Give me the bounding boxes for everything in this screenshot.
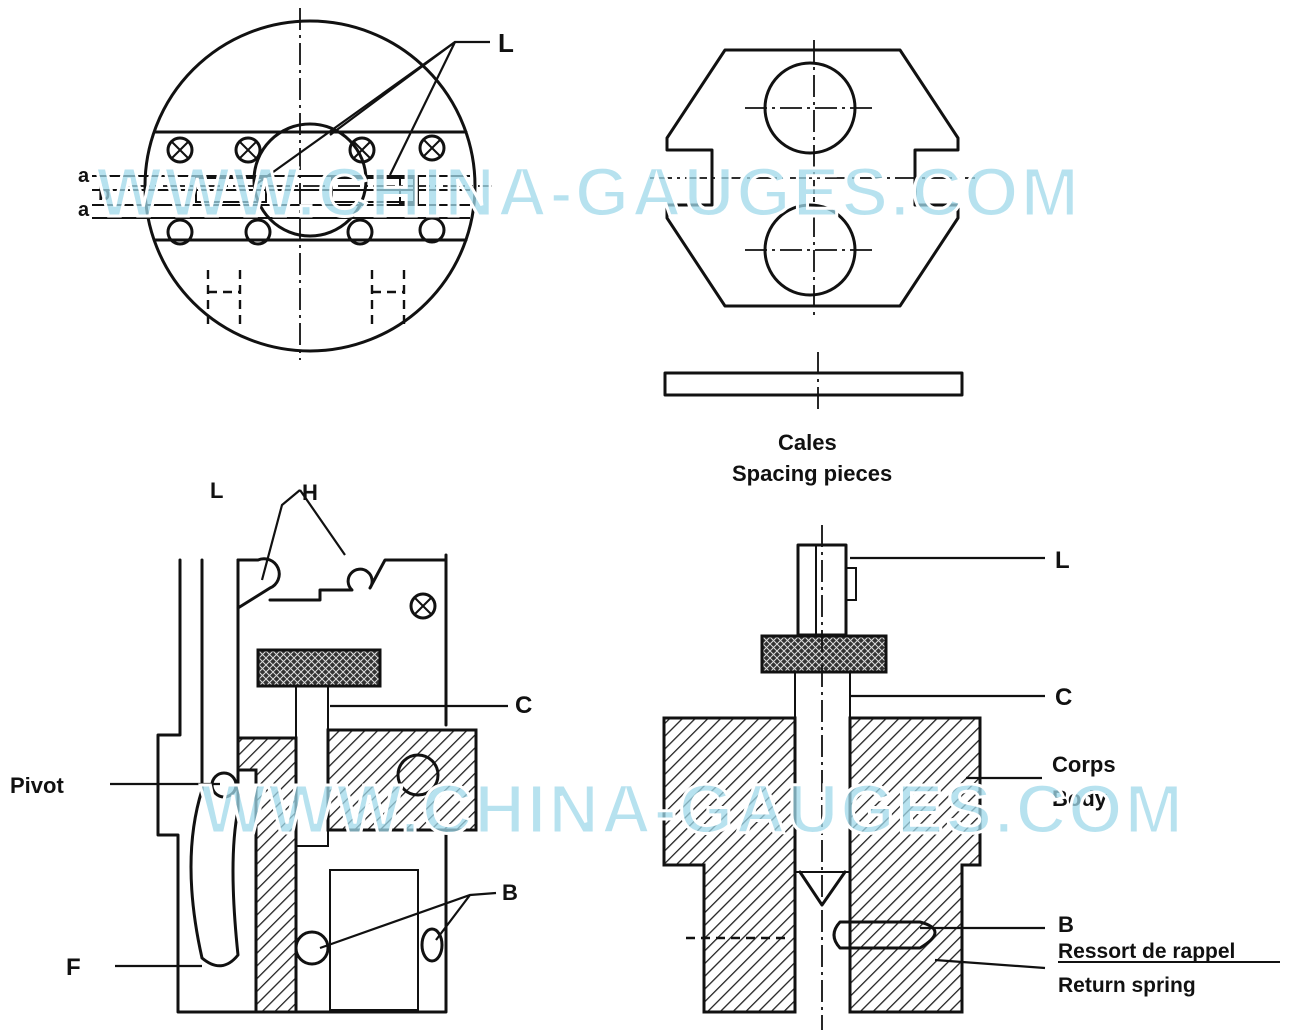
label-C-side: C bbox=[515, 692, 532, 719]
screw-heads bbox=[166, 134, 446, 246]
label-B-side: B bbox=[502, 880, 518, 905]
label-H: H bbox=[302, 480, 318, 505]
label-L-front: L bbox=[1055, 547, 1070, 574]
label-corps: Corps bbox=[1052, 752, 1116, 777]
label-a-bottom: a bbox=[78, 199, 90, 221]
front-section-view: L C Corps Body B Ressort de rappel Retur… bbox=[662, 525, 1280, 1030]
label-return-spring: Return spring bbox=[1058, 974, 1196, 997]
label-B-front: B bbox=[1058, 912, 1074, 937]
watermark-upper: WWW.CHINA-GAUGES.COM bbox=[96, 153, 1081, 231]
spacing-piece-view: Cales Spacing pieces bbox=[650, 40, 975, 486]
label-b: b bbox=[98, 183, 110, 205]
label-L-top: L bbox=[498, 28, 514, 58]
label-ressort-de-rappel: Ressort de rappel bbox=[1058, 940, 1235, 963]
label-body: Body bbox=[1052, 786, 1108, 811]
label-C-front: C bbox=[1055, 684, 1072, 711]
label-pivot: Pivot bbox=[10, 773, 64, 798]
label-spacing-pieces: Spacing pieces bbox=[732, 461, 892, 486]
side-section-view: L H C Pivot B F bbox=[10, 478, 532, 1014]
label-cales: Cales bbox=[778, 430, 837, 455]
label-F: F bbox=[66, 954, 81, 981]
label-L-side: L bbox=[210, 478, 223, 503]
watermark-lower: WWW.CHINA-GAUGES.COM bbox=[200, 770, 1185, 848]
plan-view: L a b a bbox=[78, 8, 514, 360]
label-a-top: a bbox=[78, 165, 90, 187]
